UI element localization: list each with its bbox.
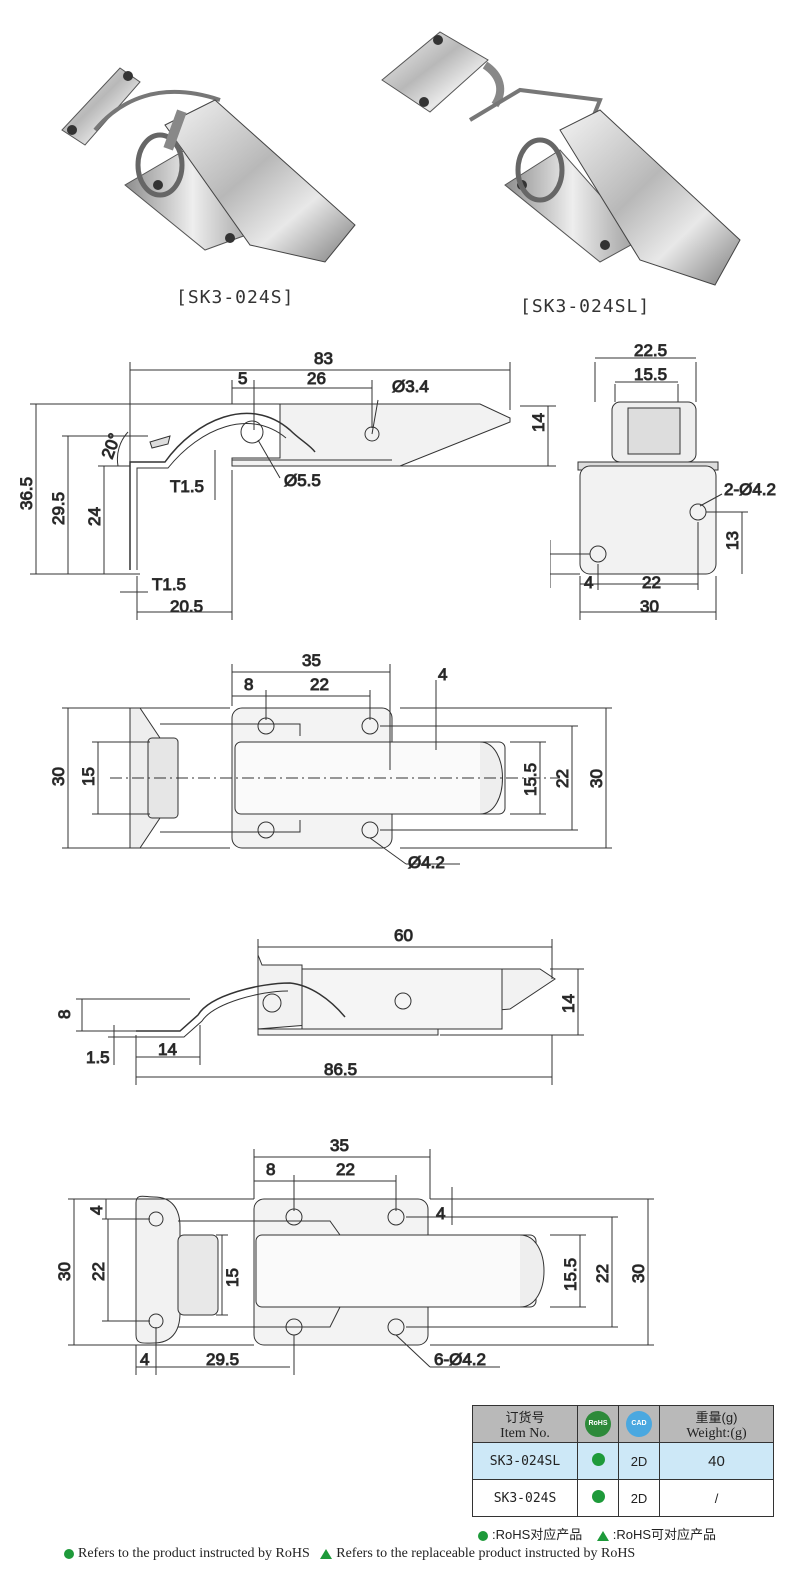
dim-14: 14: [529, 413, 548, 432]
dim-29-5: 29.5: [49, 492, 68, 525]
dim-83: 83: [314, 349, 333, 368]
latch-photo-sk3-024sl: [381, 31, 741, 286]
dim-4-horiz: 4: [584, 573, 593, 592]
end-elevation-drawing: 22.5 15.5 2-Ø4.2 13 4 4 22 30: [550, 341, 776, 620]
dim-30-left: 30: [55, 1262, 74, 1281]
dim-t1-5-bottom: T1.5: [152, 575, 186, 594]
dim-30-right: 30: [629, 1264, 648, 1283]
header-item-no: 订货号 Item No.: [472, 1405, 578, 1443]
dim-angle-20: 20°: [98, 431, 125, 462]
green-dot-icon: [64, 1548, 74, 1559]
table-row: SK3-024SL 2D 40: [472, 1442, 774, 1480]
dim-29-5: 29.5: [206, 1350, 239, 1369]
header-rohs: RoHS: [577, 1405, 619, 1443]
weight: /: [659, 1479, 774, 1517]
dim-60: 60: [394, 926, 413, 945]
dim-14: 14: [158, 1040, 177, 1059]
cad-type: 2D: [618, 1479, 660, 1517]
sl-side-drawing: 60 8 14 1.5 14 86.5: [55, 926, 584, 1085]
dim-4-right: 4: [436, 1204, 445, 1223]
dim-dia-5-5: Ø5.5: [284, 471, 321, 490]
green-triangle-icon: [320, 1548, 333, 1559]
dim-22-top: 22: [310, 675, 329, 694]
dim-35: 35: [302, 651, 321, 670]
item-number: SK3-024S: [472, 1479, 578, 1517]
dim-5: 5: [238, 369, 247, 388]
dim-8: 8: [244, 675, 253, 694]
rohs-dot-icon: [591, 1490, 605, 1503]
dim-15-5: 15.5: [521, 763, 540, 796]
dim-dia-3-4: Ø3.4: [392, 377, 429, 396]
dim-26: 26: [307, 369, 326, 388]
dim-36-5: 36.5: [17, 477, 36, 510]
legend-cn: :RoHS对应产品 :RoHS可对应产品: [478, 1524, 716, 1543]
header-cad: CAD: [618, 1405, 660, 1443]
dim-22-right: 22: [593, 1264, 612, 1283]
dim-4-left: 4: [87, 1206, 106, 1215]
dim-t1-5-top: T1.5: [170, 477, 204, 496]
dim-22-left: 22: [89, 1262, 108, 1281]
rohs-icon: RoHS: [585, 1411, 611, 1437]
dim-22-top: 22: [336, 1160, 355, 1179]
header-weight: 重量(g) Weight:(g): [659, 1405, 774, 1443]
dim-13: 13: [723, 531, 742, 550]
spec-table: 订货号 Item No. RoHS CAD 重量(g) Weight:(g) S…: [472, 1405, 774, 1517]
dim-30-left: 30: [49, 767, 68, 786]
dim-22-5: 22.5: [634, 341, 667, 360]
rohs-dot-icon: [591, 1453, 605, 1466]
rohs-status: [577, 1442, 619, 1480]
side-elevation-drawing: 83 5 26 Ø3.4 14 20° 36.5 29.5 24 T1.5 Ø5…: [17, 349, 556, 620]
dim-22-right: 22: [553, 769, 572, 788]
legend-en: Refers to the product instructed by RoHS…: [64, 1546, 635, 1562]
dim-4-bottom: 4: [140, 1350, 149, 1369]
dim-15: 15: [79, 767, 98, 786]
dim-2x-dia-4-2: 2-Ø4.2: [724, 480, 776, 499]
dim-30-right: 30: [587, 769, 606, 788]
dim-30: 30: [640, 597, 659, 616]
cad-icon: CAD: [626, 1411, 652, 1437]
table-header-row: 订货号 Item No. RoHS CAD 重量(g) Weight:(g): [472, 1405, 774, 1443]
dim-8: 8: [55, 1010, 74, 1019]
dim-1-5: 1.5: [86, 1048, 110, 1067]
cad-type: 2D: [618, 1442, 660, 1480]
dim-86-5: 86.5: [324, 1060, 357, 1079]
dim-20-5: 20.5: [170, 597, 203, 616]
dim-15: 15: [223, 1268, 242, 1287]
dim-24: 24: [85, 507, 104, 526]
product-photos: [61, 31, 741, 286]
dim-22: 22: [642, 573, 661, 592]
dim-35: 35: [330, 1136, 349, 1155]
sl-top-view-drawing: 35 8 22 4 4 30 22 15 15.5 22 30 4 29.5 6…: [55, 1136, 654, 1375]
green-triangle-icon: [596, 1530, 609, 1541]
dim-15-5: 15.5: [634, 365, 667, 384]
rohs-status: [577, 1479, 619, 1517]
dim-14-right: 14: [559, 994, 578, 1013]
dim-8: 8: [266, 1160, 275, 1179]
dim-6x-dia-4-2: 6-Ø4.2: [434, 1350, 486, 1369]
weight: 40: [659, 1442, 774, 1480]
photo-label-sk3-024s: [SK3-024S]: [176, 287, 295, 308]
latch-photo-sk3-024s: [61, 67, 356, 263]
dim-dia-4-2: Ø4.2: [408, 853, 445, 872]
top-view-drawing: 35 8 22 4 30 15 15.5 22 30 Ø4.2: [49, 651, 612, 873]
table-row: SK3-024S 2D /: [472, 1479, 774, 1517]
green-dot-icon: [478, 1530, 488, 1541]
photo-label-sk3-024sl: [SK3-024SL]: [520, 296, 651, 317]
dim-4: 4: [438, 665, 447, 684]
item-number: SK3-024SL: [472, 1442, 578, 1480]
dim-15-5: 15.5: [561, 1258, 580, 1291]
